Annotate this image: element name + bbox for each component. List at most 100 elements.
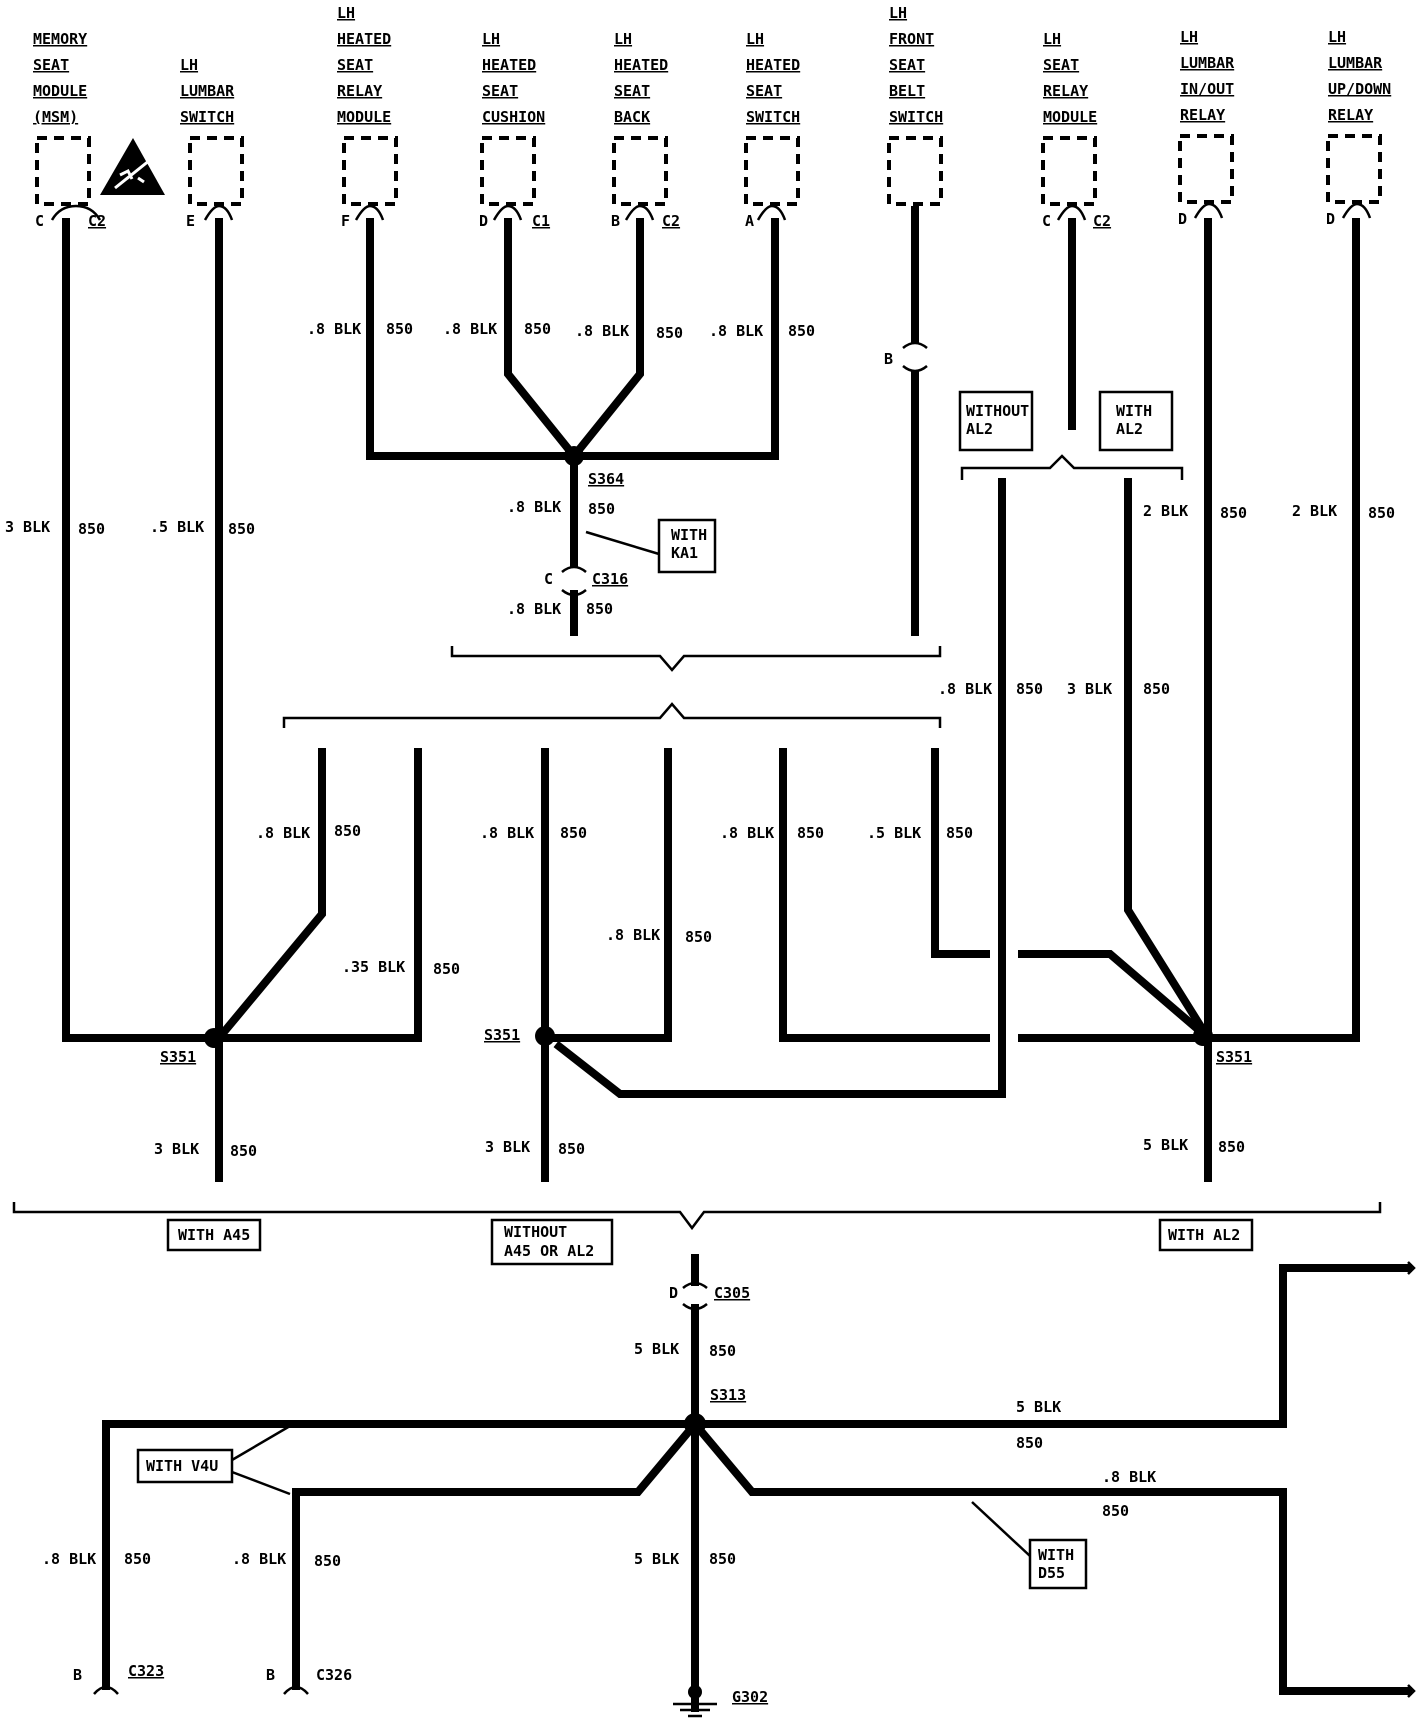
seat-relay-label-line-2: SEAT [1043,56,1079,74]
with-d55-box: WITH D55 [971,1501,1088,1590]
heated-seat-back-label-line-4: BACK [614,108,650,126]
wire-labels: 3 BLK 850 .5 BLK 850 .8 BLK 850 .8 BLK 8… [5,320,1395,1570]
wire-circuit: 850 [588,500,615,518]
wire-circuit: 850 [230,1142,257,1160]
wire-size: 3 BLK [5,518,50,536]
c326-pin: B [266,1666,275,1684]
heated-seat-relay-box [342,136,398,206]
wire-size: .8 BLK [232,1550,286,1568]
heated-seat-switch-label-line-4: SWITCH [746,108,800,126]
without-al2-line-2: AL2 [966,420,993,438]
harness-braces [12,454,1382,1231]
lumbar-up-down-cup [1341,202,1372,219]
lumbar-in-out-box [1178,134,1234,204]
wire-s313-c326 [292,1421,699,1690]
splice-s351-left [204,1028,224,1048]
heated-seat-back-label-line-2: HEATED [614,56,668,74]
heated-seat-cushion-label-line-4: CUSHION [482,108,545,126]
wires [62,206,1412,1712]
heated-seat-cushion-label: LH HEATED SEAT CUSHION [482,30,545,126]
heated-seat-cushion-box [480,136,536,206]
belt-switch-label-line-4: BELT [889,82,925,100]
wire-continuation-arrows [1407,1261,1416,1698]
wire-size: .8 BLK [307,320,361,338]
wire-msm [62,218,214,1042]
lumbar-up-down-label-line-4: RELAY [1328,106,1373,124]
wire-size: 5 BLK [634,1340,679,1358]
without-al2-box: WITHOUT AL2 [958,390,1034,452]
wire-size: 5 BLK [634,1550,679,1568]
wire-mid-5 [779,748,990,1042]
front-seat-belt-switch-label: LH FRONT SEAT BELT SWITCH [889,4,943,126]
belt-switch-label-line-2: FRONT [889,30,934,48]
ground-node [688,1685,702,1699]
wire-size: 5 BLK [1143,1136,1188,1154]
wire-size: 5 BLK [1016,1398,1061,1416]
seat-relay-cup [1056,204,1087,221]
wire-circuit: 850 [709,1550,736,1568]
msm-box [35,136,91,206]
splice-s364 [564,446,584,466]
back-pin: B [611,212,620,230]
back-connector: C2 [662,212,680,230]
cushion-cup [492,204,523,221]
lumbar-in-out-label-line-1: LH [1180,28,1198,46]
with-al2-bottom-text: WITH AL2 [1168,1226,1240,1244]
lumbar-switch-label-line-3: SWITCH [180,108,234,126]
brace-top [450,646,942,672]
heated-relay-pin: F [341,212,350,230]
c316-pin: C [544,570,553,588]
heated-seat-switch-label: LH HEATED SEAT SWITCH [746,30,800,126]
seat-relay-connector: C2 [1093,212,1111,230]
heated-seat-back-label: LH HEATED SEAT BACK [614,30,668,126]
splice-s313 [684,1413,706,1435]
wire-size: .5 BLK [867,824,921,842]
cushion-pin: D [479,212,488,230]
c323-cup [93,1685,119,1695]
lumbar-up-down-label-line-2: LUMBAR [1328,54,1383,72]
wire-circuit: 850 [1218,1138,1245,1156]
with-d55-line-1: WITH [1038,1546,1074,1564]
lumbar-in-out-label-line-2: LUMBAR [1180,54,1235,72]
c316-symbol [561,565,587,597]
msm-connector: C2 [88,212,106,230]
msm-label-line-3: MODULE [33,82,87,100]
belt-switch-label-line-3: SEAT [889,56,925,74]
back-cup [624,204,655,221]
wire-size: 3 BLK [154,1140,199,1158]
wire-size: .8 BLK [606,926,660,944]
memory-seat-module-label: MEMORY SEAT MODULE (MSM) [33,30,87,126]
wire-circuit: 850 [558,1140,585,1158]
msm-label-line-2: SEAT [33,56,69,74]
heated-seat-relay-label-line-3: SEAT [337,56,373,74]
msm-label-line-4: (MSM) [33,108,78,126]
heated-seat-relay-label-line-1: LH [337,4,355,22]
lumbar-up-down-pin: D [1326,210,1335,228]
heated-seat-switch-box [744,136,800,206]
splice-s351-right [1193,1026,1213,1046]
lumbar-switch-label-line-1: LH [180,56,198,74]
msm-label-line-1: MEMORY [33,30,87,48]
wire-circuit: 850 [124,1550,151,1568]
wire-circuit: 850 [386,320,413,338]
wire-circuit: 850 [1016,680,1043,698]
c305-pin: D [669,1284,678,1302]
with-d55-line-2: D55 [1038,1564,1065,1582]
with-ka1-leader [585,530,660,556]
heated-seat-cushion-label-line-1: LH [482,30,500,48]
wire-circuit: 850 [1368,504,1395,522]
wire-mid-6b [1018,950,1211,1042]
splice-s351-right-label: S351 [1216,1048,1252,1066]
without-a45-or-al2-box: WITHOUT A45 OR AL2 [490,1218,614,1266]
wire-mid-4 [545,748,672,1042]
lumbar-up-down-relay-label: LH LUMBAR UP/DOWN RELAY [1328,28,1391,124]
lumbar-in-out-label-line-3: IN/OUT [1180,80,1234,98]
wire-s313-d55 [691,1421,1412,1695]
c323-label: C323 [128,1662,164,1680]
wire-mid-1 [215,748,326,1041]
wire-size: .8 BLK [480,824,534,842]
wire-circuit: 850 [524,320,551,338]
with-v4u-text: WITH V4U [146,1457,218,1475]
with-al2-top-box: WITH AL2 [1098,390,1174,452]
